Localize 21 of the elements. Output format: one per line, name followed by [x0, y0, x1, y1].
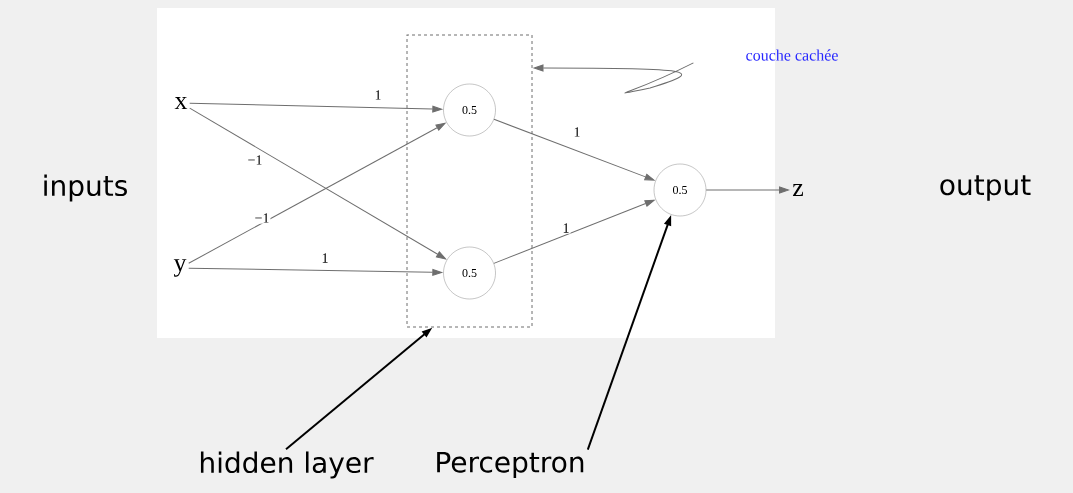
variable-label: z — [792, 184, 804, 196]
arrow — [705, 186, 789, 194]
dashed-box — [406, 34, 533, 328]
annotation-text: couche cachée — [746, 49, 838, 61]
variable-label: x — [174, 97, 188, 109]
edge-label: 1 — [373, 89, 383, 101]
edge-label: 1 — [320, 252, 330, 264]
edge-label: 1 — [572, 126, 582, 138]
edge-label: 1 — [561, 222, 571, 234]
variable-label: y — [173, 259, 187, 277]
edge-label: −1 — [246, 154, 264, 166]
leader-line — [533, 62, 694, 94]
side-label: output — [940, 175, 1031, 201]
side-label: inputs — [44, 174, 127, 202]
edge-label: −1 — [253, 212, 271, 224]
arrow — [493, 118, 655, 181]
annotation-text: Perceptron — [437, 451, 584, 479]
arrow — [188, 267, 443, 276]
annotation-text: hidden layer — [200, 451, 374, 479]
arrow — [493, 199, 655, 264]
arrow — [189, 102, 443, 113]
